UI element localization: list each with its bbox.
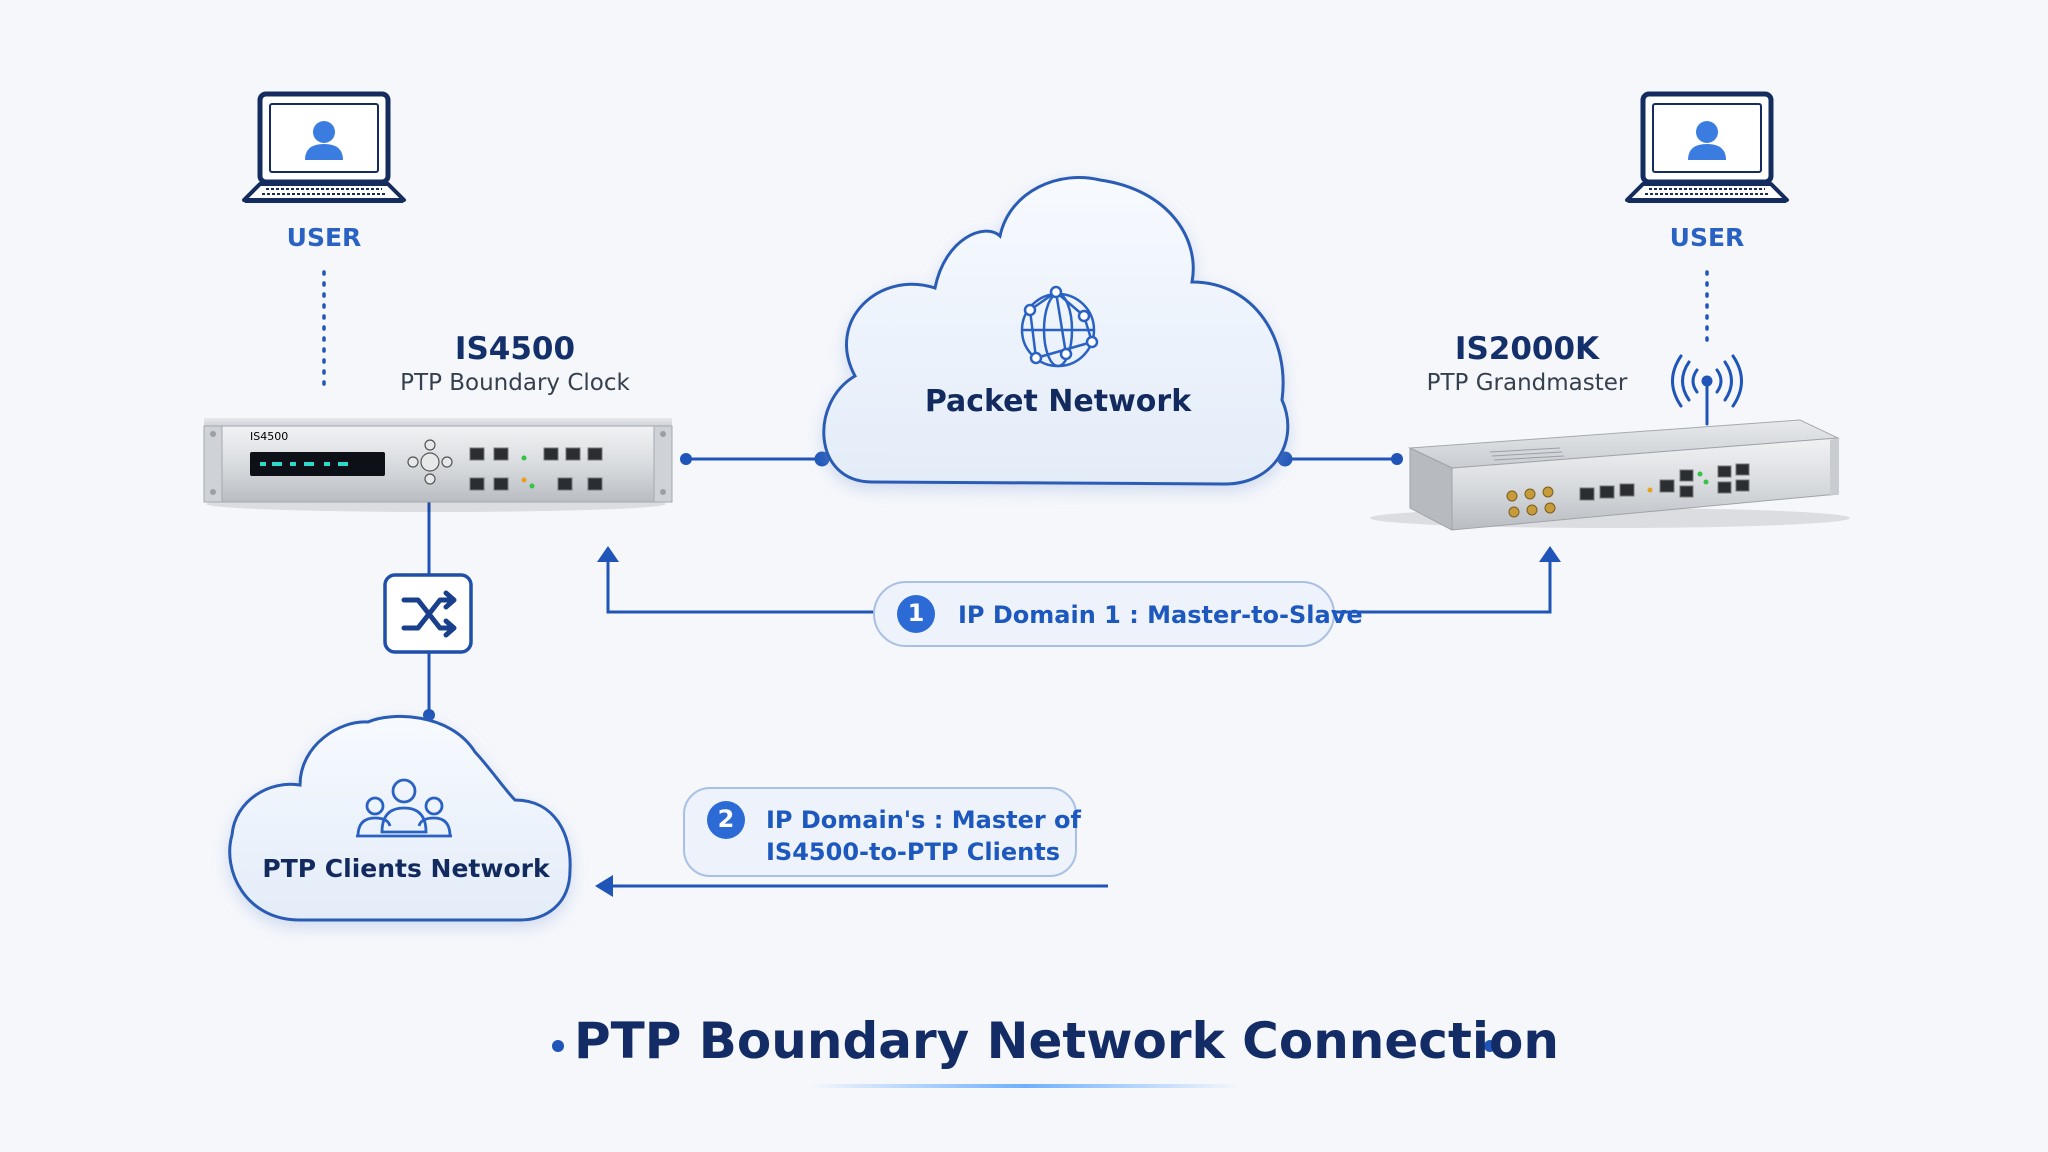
endpoint-dot xyxy=(680,453,692,465)
domain1-number: 1 xyxy=(907,599,925,627)
is2000k-name: IS2000K xyxy=(1454,331,1600,367)
domain1-text: IP Domain 1 : Master-to-Slave xyxy=(958,601,1363,629)
arrow-up-icon xyxy=(597,546,619,562)
title-glow xyxy=(810,1084,1240,1088)
is2000k-vent xyxy=(1489,447,1565,461)
right-user-label: USER xyxy=(1669,223,1745,252)
is4500-faceplate-label: IS4500 xyxy=(250,430,288,443)
is4500-ports xyxy=(469,447,603,491)
endpoint-dot xyxy=(552,1040,564,1052)
is2000k-device xyxy=(1370,419,1850,531)
endpoint-dot xyxy=(814,451,830,467)
arrow-up-icon xyxy=(1539,546,1561,562)
domain1-bracket-right xyxy=(1334,560,1552,614)
domain2-badge xyxy=(707,801,745,839)
domain1-badge xyxy=(897,595,935,633)
right-laptop-icon xyxy=(1625,91,1789,203)
domain1-pill xyxy=(873,581,1335,647)
shuffle-switch-icon xyxy=(401,590,457,638)
domain2-text-line2: IS4500-to-PTP Clients xyxy=(766,838,1060,866)
switch-box xyxy=(383,573,473,654)
people-group-icon xyxy=(356,778,452,838)
domain2-number: 2 xyxy=(717,805,735,833)
is4500-display xyxy=(250,452,385,476)
connectors xyxy=(180,270,1870,1048)
connector-endpoints xyxy=(423,451,1561,1052)
wireless-antenna-icon xyxy=(1671,354,1743,426)
endpoint-dot xyxy=(1391,453,1403,465)
is2000k-bnc-connectors xyxy=(1506,486,1556,518)
is4500-display-digits xyxy=(260,462,348,466)
domain1-bracket xyxy=(606,560,874,614)
is4500-keypad xyxy=(407,439,453,485)
is4500-role: PTP Boundary Clock xyxy=(400,370,630,396)
domain2-pill xyxy=(683,787,1077,877)
ptp-clients-cloud xyxy=(228,714,572,922)
packet-network-label: Packet Network xyxy=(924,384,1192,419)
domain2-text-line1: IP Domain's : Master of xyxy=(766,806,1081,834)
left-user-label: USER xyxy=(286,223,362,252)
is4500-device: IS4500 xyxy=(203,418,673,512)
is2000k-role: PTP Grandmaster xyxy=(1426,370,1628,396)
is4500-name: IS4500 xyxy=(454,331,576,367)
is2000k-ports xyxy=(1579,463,1750,501)
arrow-left-icon xyxy=(595,875,613,897)
network-globe-icon xyxy=(1020,285,1099,368)
page-title: PTP Boundary Network Connection xyxy=(574,1012,1559,1070)
endpoint-dot xyxy=(1484,1040,1496,1052)
ptp-clients-network-label: PTP Clients Network xyxy=(262,854,550,883)
left-laptop-icon xyxy=(242,91,406,203)
